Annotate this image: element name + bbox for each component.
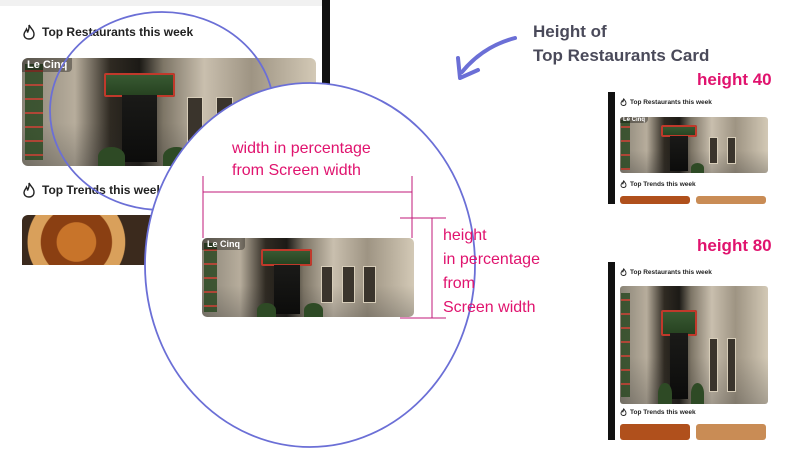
trend-card-food [696, 196, 766, 204]
trend-card-food[interactable] [22, 215, 158, 265]
section-title: Top Restaurants this week [42, 25, 194, 39]
section-header-top-restaurants: Top Restaurants this week [620, 98, 712, 106]
trend-card-food [620, 196, 690, 204]
phone-bezel-left [608, 92, 615, 204]
example-phone-height-40: Top Restaurants this week Le Cinq Top Tr… [608, 92, 780, 204]
restaurant-card [620, 286, 768, 404]
trend-card-food [620, 424, 690, 440]
zoomed-restaurant-card: Le Cinq [202, 238, 414, 317]
restaurant-name: Le Cinq [202, 238, 245, 250]
restaurant-card: Le Cinq [620, 117, 768, 173]
example-phone-height-80: Top Restaurants this week Top Trends thi… [608, 262, 780, 440]
section-header-top-restaurants: Top Restaurants this week [22, 24, 193, 40]
trend-card-food [696, 424, 766, 440]
example-label-height-40: height 40 [697, 70, 772, 89]
phone-bezel-left [608, 262, 615, 440]
section-header-top-trends: Top Trends this week [620, 408, 696, 416]
flame-icon [23, 182, 35, 198]
flame-icon [620, 98, 627, 106]
width-annotation: width in percentage from Screen width [232, 140, 371, 179]
restaurant-name: Le Cinq [22, 58, 73, 72]
section-header-top-restaurants: Top Restaurants this week [620, 268, 712, 276]
flame-icon [23, 24, 35, 40]
flame-icon [620, 268, 627, 276]
section-header-top-trends: Top Trends this week [620, 180, 696, 188]
curved-arrow-icon [460, 36, 517, 74]
flame-icon [620, 408, 627, 416]
height-annotation: height in percentage from Screen width [443, 227, 540, 316]
section-header-top-trends: Top Trends this week [22, 182, 163, 198]
diagram-title: Height of Top Restaurants Card [533, 22, 710, 65]
section-title: Top Trends this week [42, 183, 164, 197]
restaurant-name: Le Cinq [620, 117, 648, 123]
flame-icon [620, 180, 627, 188]
status-divider [0, 0, 322, 6]
example-label-height-80: height 80 [697, 236, 772, 255]
